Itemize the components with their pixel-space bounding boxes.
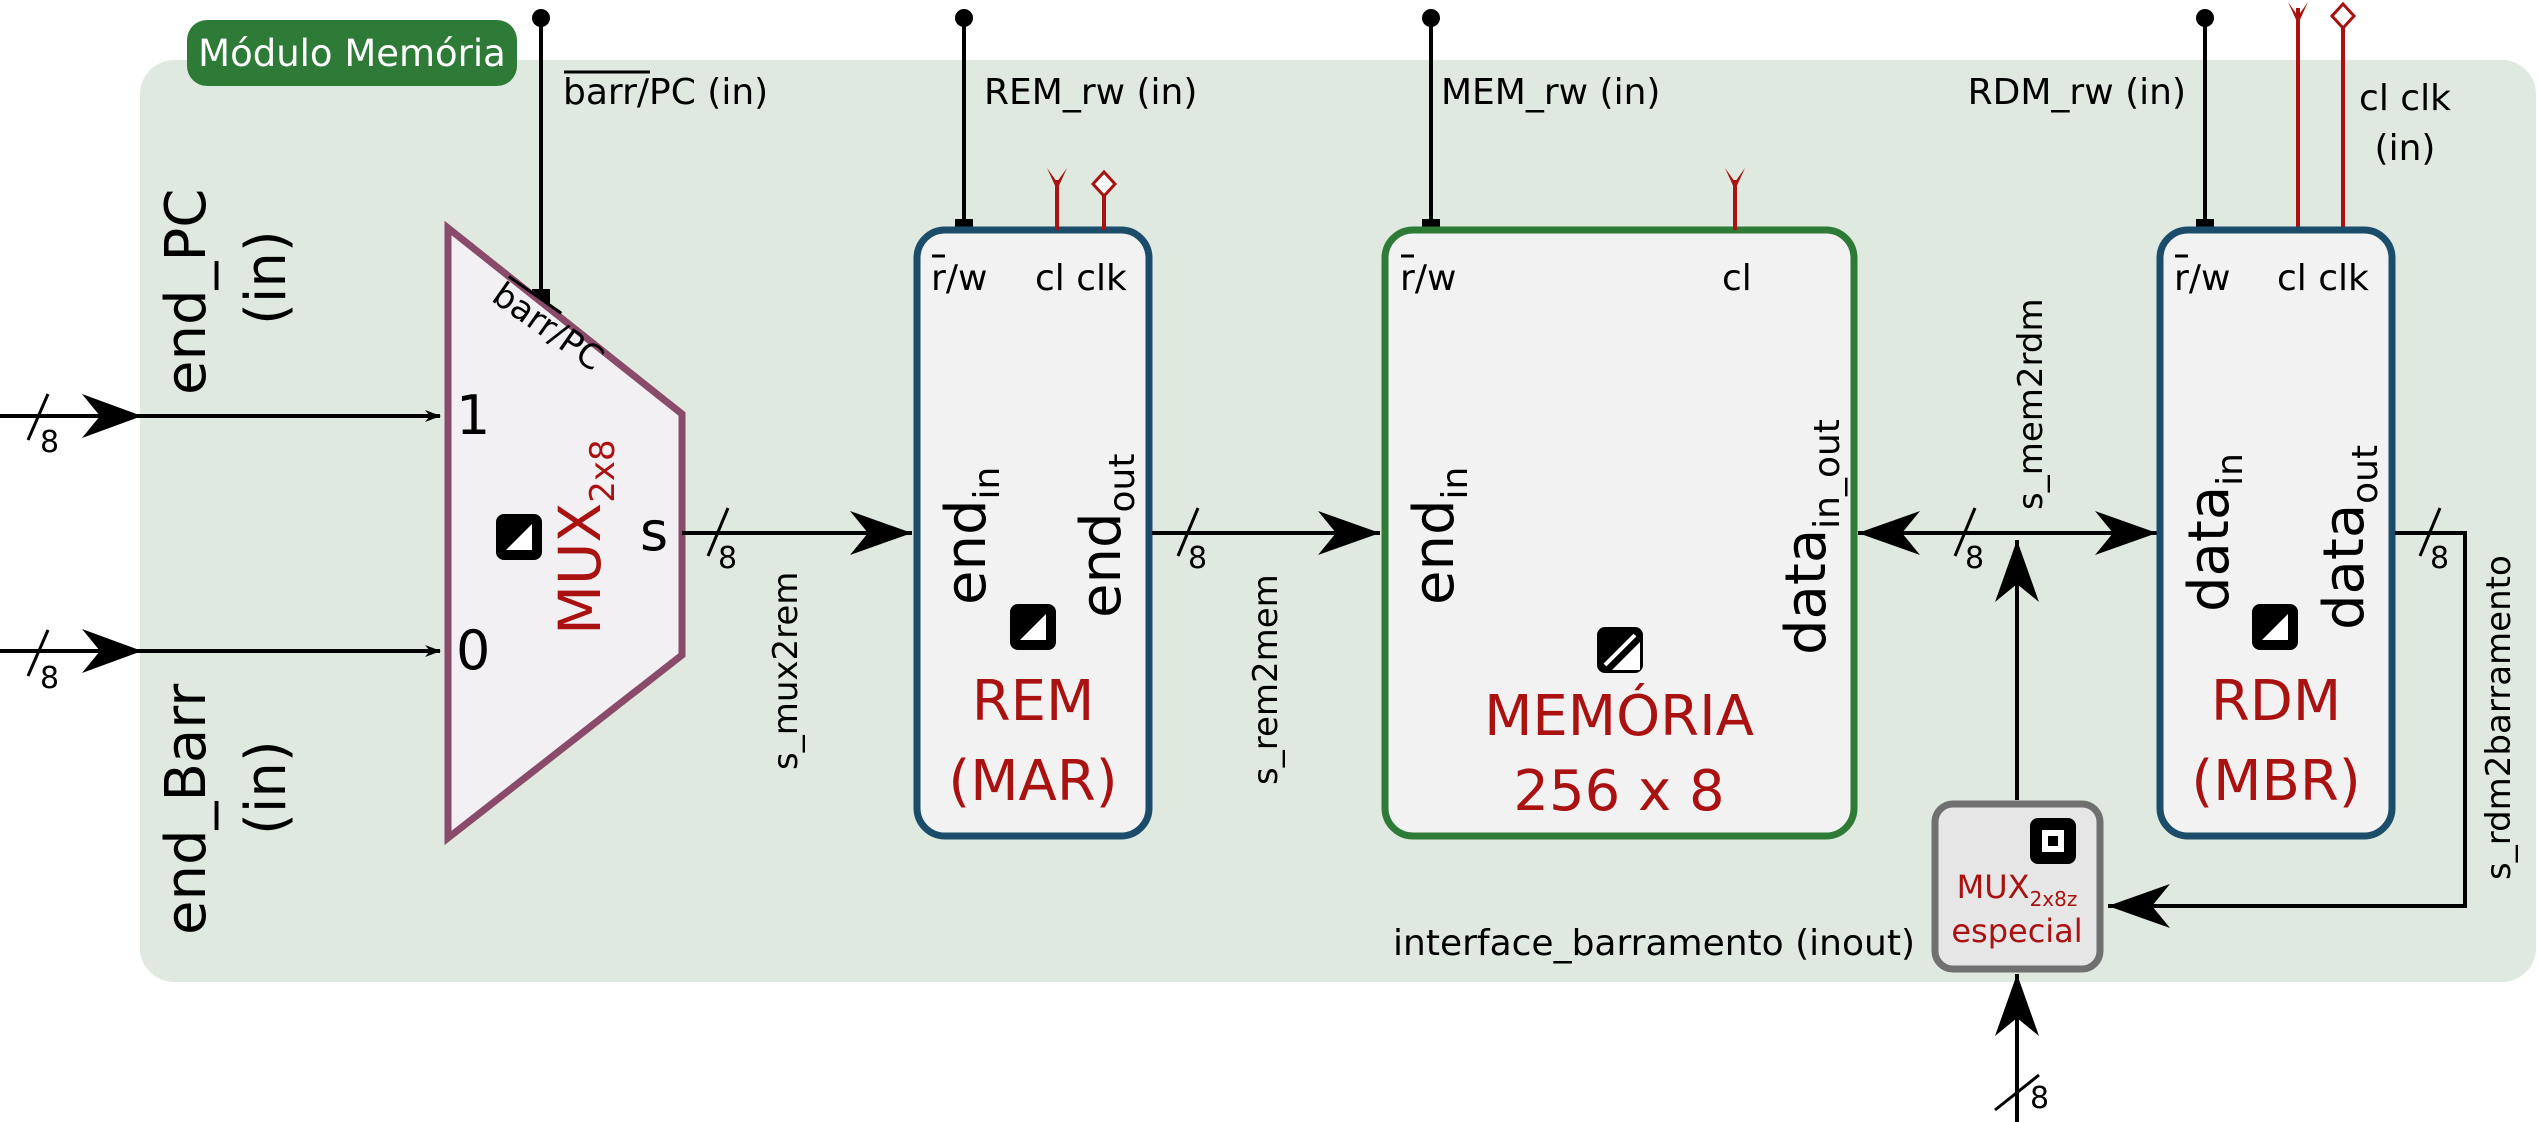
svg-text:(in): (in) [2375, 128, 2436, 169]
svg-text:8: 8 [2430, 541, 2449, 576]
svg-text:8: 8 [718, 541, 737, 576]
svg-text:cl clk: cl clk [2277, 258, 2369, 299]
svg-text:endout: endout [1069, 454, 1143, 618]
svg-text:8: 8 [2030, 1081, 2049, 1116]
svg-text:r/w: r/w [1400, 258, 1456, 299]
svg-text:MEMÓRIA: MEMÓRIA [1484, 684, 1754, 749]
clock-edge-icon [2252, 604, 2298, 650]
interface-label: interface_barramento (inout) [1393, 923, 1915, 964]
svg-text:MUX2x8: MUX2x8 [546, 439, 623, 635]
svg-text:(MAR): (MAR) [948, 749, 1117, 814]
bidirectional-icon [1597, 627, 1643, 673]
svg-text:cl: cl [1722, 258, 1752, 299]
mux-in0-label: 0 [456, 619, 490, 682]
input-cl-clk: cl clk (in) [2288, 1, 2451, 228]
svg-text:8: 8 [1188, 541, 1207, 576]
memoria-block: r/w cl endin datain_out MEMÓRIA 256 x 8 [1381, 168, 1858, 840]
wire-s-mux2rem: 8 s_mux2rem [682, 507, 912, 770]
svg-text:barr/PC (in): barr/PC (in) [563, 72, 768, 113]
svg-text:RDM_rw (in): RDM_rw (in) [1968, 72, 2186, 113]
input-end-pc: 8 end_PC (in) [0, 189, 441, 460]
svg-text:s_mux2rem: s_mux2rem [766, 572, 806, 770]
clear-arrow-icon [2288, 2, 2308, 24]
svg-text:r/w: r/w [931, 258, 987, 299]
svg-text:8: 8 [1965, 541, 1984, 576]
clock-diamond-icon [2329, 1, 2357, 31]
input-barr-pc: barr/PC (in) [532, 9, 768, 307]
wire-s-rdm2barramento: 8 s_rdm2barramento [2108, 507, 2519, 928]
svg-text:MEM_rw (in): MEM_rw (in) [1441, 72, 1660, 113]
svg-text:s_rdm2barramento: s_rdm2barramento [2479, 555, 2519, 880]
mux-out-label: s [640, 500, 668, 563]
svg-text:s_mem2rdm: s_mem2rdm [2011, 298, 2051, 510]
svg-text:REM: REM [972, 669, 1095, 734]
svg-text:(MBR): (MBR) [2191, 749, 2360, 814]
rem-register: r/w cl clk endin endout REM (MAR) [913, 168, 1153, 840]
svg-text:(in): (in) [234, 230, 299, 325]
svg-text:REM_rw (in): REM_rw (in) [984, 72, 1197, 113]
rdm-register: r/w cl clk datain dataout RDM (MBR) [2156, 226, 2396, 840]
svg-text:r/w: r/w [2174, 258, 2230, 299]
component-square-icon [496, 514, 542, 560]
mux-2x8: barr/PC 1 0 s MUX2x8 [444, 220, 686, 846]
clock-diamond-icon [1090, 169, 1118, 199]
svg-text:cl clk: cl clk [1035, 258, 1127, 299]
svg-text:s_rem2mem: s_rem2mem [1246, 574, 1286, 785]
module-title: Módulo Memória [198, 32, 506, 75]
input-end-barr: 8 end_Barr (in) [0, 629, 441, 935]
svg-text:end_PC: end_PC [154, 189, 219, 395]
svg-text:endin: endin [1402, 467, 1476, 605]
svg-text:dataout: dataout [2312, 445, 2386, 630]
tristate-icon [2030, 818, 2076, 864]
special-mux: MUX2x8z especial [1931, 800, 2104, 973]
wire-s-mem2rdm: 8 s_mem2rdm [1858, 298, 2157, 800]
svg-text:end_Barr: end_Barr [154, 683, 219, 935]
clear-arrow-icon [1047, 168, 1067, 190]
input-rdm-rw: RDM_rw (in) [1968, 9, 2214, 237]
input-mem-rw: MEM_rw (in) [1422, 9, 1660, 237]
svg-text:8: 8 [40, 425, 59, 460]
svg-text:RDM: RDM [2211, 669, 2341, 734]
svg-text:datain: datain [2177, 453, 2251, 612]
svg-text:MUX2x8z: MUX2x8z [1957, 868, 2078, 911]
clock-edge-icon [1010, 604, 1056, 650]
svg-text:cl clk: cl clk [2359, 78, 2451, 119]
wire-interface-barramento: 8 [1994, 974, 2049, 1122]
svg-text:datain_out: datain_out [1774, 419, 1848, 655]
wire-s-rem2mem: 8 s_rem2mem [1152, 507, 1380, 785]
mux-in1-label: 1 [456, 384, 490, 447]
module-title-badge [187, 20, 517, 86]
clear-arrow-icon [1725, 168, 1745, 190]
svg-text:(in): (in) [234, 740, 299, 835]
svg-text:endin: endin [934, 467, 1008, 605]
svg-text:256 x 8: 256 x 8 [1513, 759, 1724, 824]
svg-text:8: 8 [40, 661, 59, 696]
svg-text:especial: especial [1951, 912, 2082, 950]
